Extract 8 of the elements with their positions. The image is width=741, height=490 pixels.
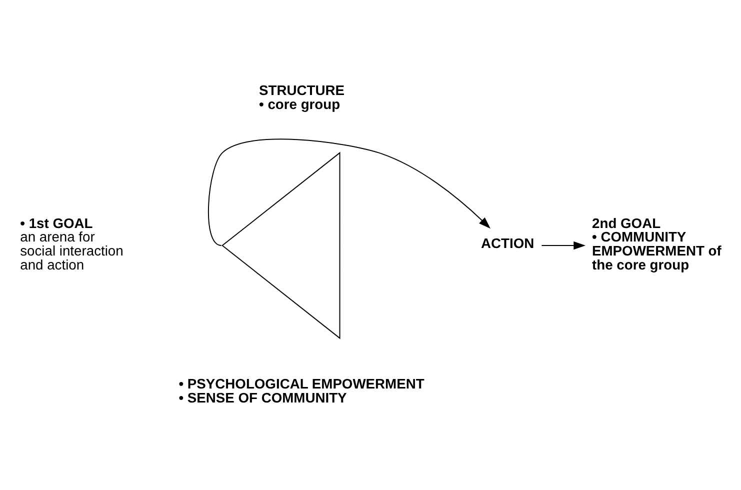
node-text: • 1st GOAL an arena for social interaction and action — [20, 214, 124, 272]
arrow — [541, 240, 586, 250]
node-text: 2nd GOAL • COMMUNITY EMPOWERMENT of the core group — [592, 214, 722, 272]
node-text: ACTION — [481, 234, 534, 251]
node-text: STRUCTURE • core group — [258, 82, 344, 112]
node-text: • PSYCHOLOGICAL EMPOWERMENT • SENSE OF COMMUNITY — [178, 374, 424, 405]
arrow — [208, 138, 490, 246]
node-triangle — [222, 151, 340, 339]
